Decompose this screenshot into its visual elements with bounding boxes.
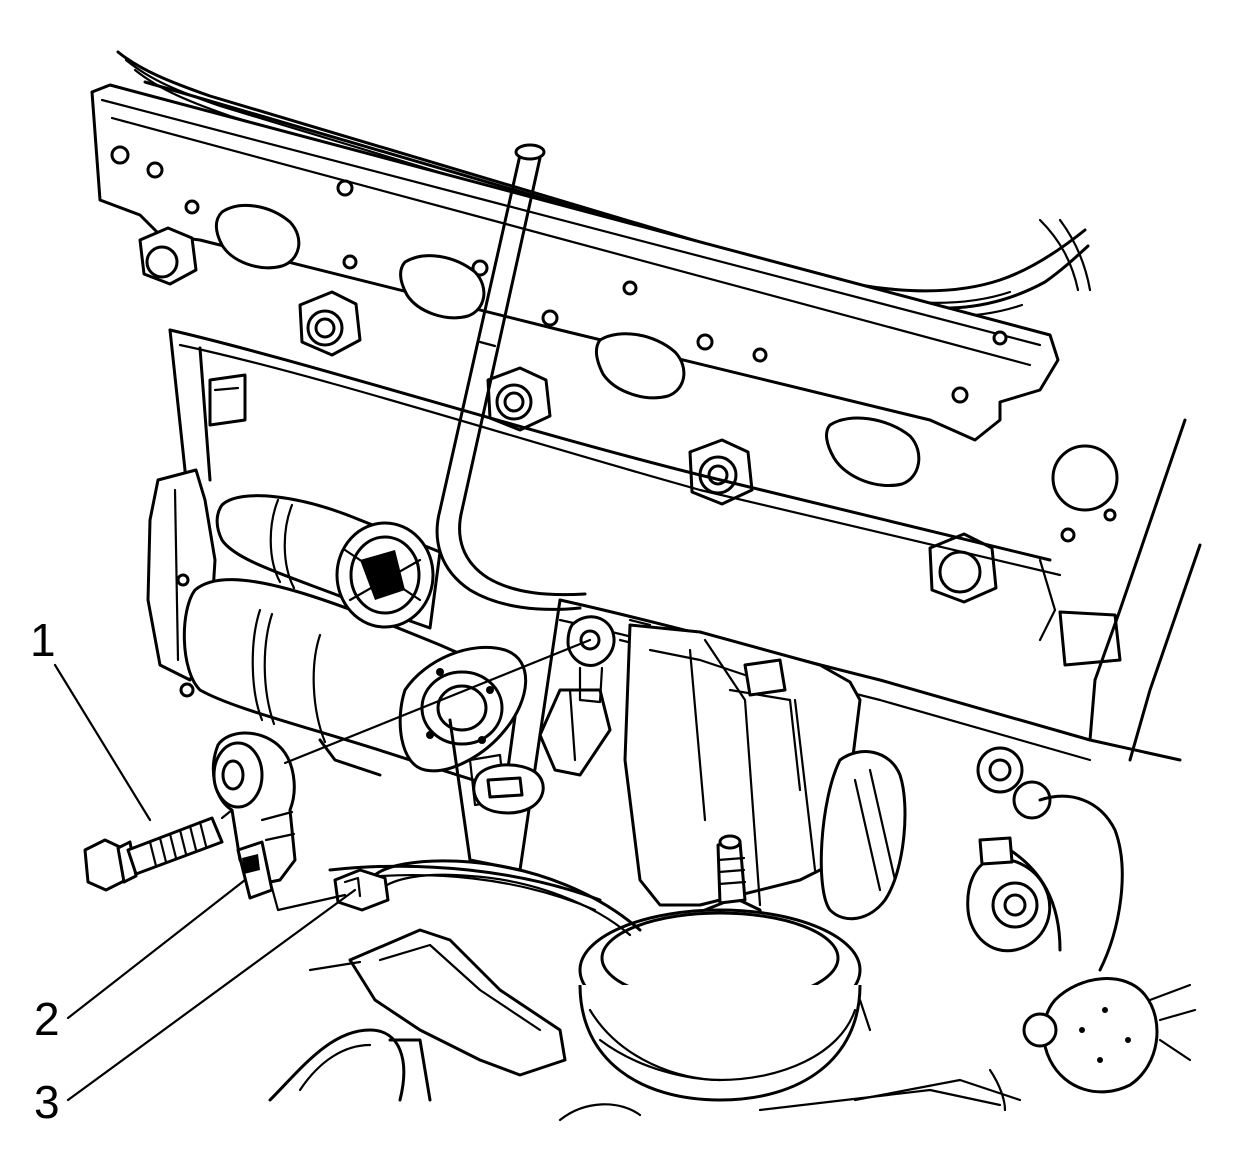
starter-motor xyxy=(146,468,528,792)
dipstick-tube xyxy=(435,143,587,611)
oil-pan xyxy=(448,598,667,872)
leader-lines xyxy=(53,663,357,1102)
nut-5 xyxy=(928,532,998,604)
callout-2: 2 xyxy=(34,993,60,1045)
bolt xyxy=(83,816,224,892)
callout-3: 3 xyxy=(34,1076,60,1128)
wiring-harness xyxy=(368,859,642,937)
manifold-nuts xyxy=(138,226,998,604)
knock-sensor xyxy=(211,731,297,900)
nut-2 xyxy=(298,290,362,357)
callout-1: 1 xyxy=(30,614,56,666)
lower-frame xyxy=(268,864,1007,1122)
alignment-lines xyxy=(220,638,592,912)
cylinder-head xyxy=(90,50,1119,543)
leader-line-1 xyxy=(53,663,152,822)
engine-block xyxy=(168,328,1202,1094)
leader-line-2 xyxy=(66,878,247,1020)
engine-mount xyxy=(578,623,1022,1102)
nut-3 xyxy=(486,366,552,432)
nut-1 xyxy=(138,226,198,286)
electrical-connector xyxy=(333,868,390,912)
leader-line-3 xyxy=(66,888,357,1102)
